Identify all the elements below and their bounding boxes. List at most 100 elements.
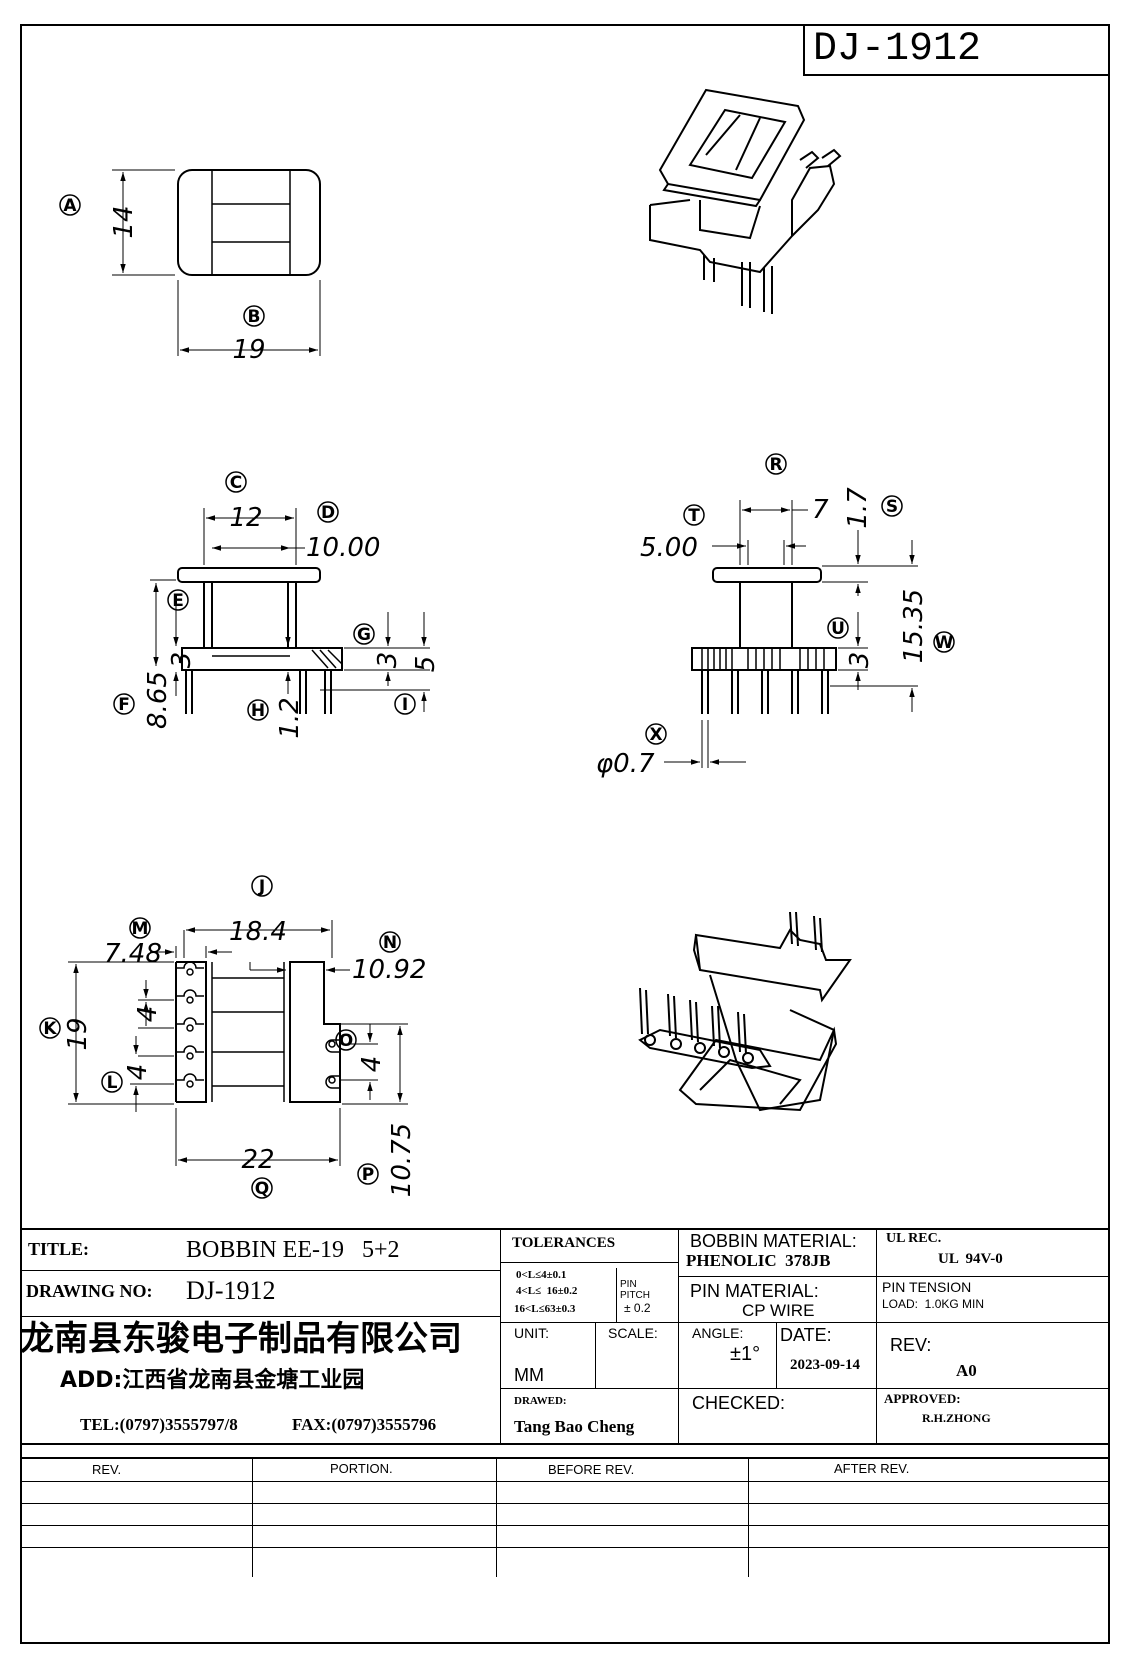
svg-text:X: X xyxy=(649,725,662,745)
svg-text:G: G xyxy=(357,625,371,645)
pin-material-value: CP WIRE xyxy=(742,1301,815,1320)
part-number: DJ-1912 xyxy=(813,27,982,72)
company-fax: FAX:(0797)3555796 xyxy=(292,1415,437,1434)
dim-T: 5.00 xyxy=(640,533,698,563)
date-label: DATE: xyxy=(780,1325,832,1345)
callout-I: I xyxy=(394,693,416,715)
svg-text:F: F xyxy=(118,695,130,715)
title-label: TITLE: xyxy=(28,1239,90,1259)
pin-material-label: PIN MATERIAL: xyxy=(690,1281,819,1301)
svg-text:A: A xyxy=(63,196,77,216)
company-name: 龙南县东骏电子制品有限公司 xyxy=(20,1319,462,1359)
dim-D: 10.00 xyxy=(306,533,380,563)
dim-N: 10.92 xyxy=(352,955,426,985)
part-number-box: DJ-1912 xyxy=(803,24,1110,76)
pin-tension-label: PIN TENSION xyxy=(882,1279,972,1295)
tolerance-line-3: 16<L≤63±0.3 xyxy=(514,1303,576,1315)
dim-B: 19 xyxy=(232,335,265,365)
callout-O: O xyxy=(335,1029,357,1051)
svg-text:N: N xyxy=(383,933,397,953)
callout-X: X xyxy=(645,723,667,745)
svg-text:K: K xyxy=(43,1019,57,1039)
svg-text:O: O xyxy=(339,1031,353,1051)
callout-D: D xyxy=(317,501,339,523)
callout-A: A xyxy=(59,194,81,216)
ul-rec-label: UL REC. xyxy=(886,1231,942,1246)
drawing-frame xyxy=(20,24,1110,1644)
tolerances-label: TOLERANCES xyxy=(512,1235,616,1251)
pin-pitch-label-2: PITCH xyxy=(620,1290,650,1301)
bobbin-material-value: PHENOLIC 378JB xyxy=(686,1251,831,1270)
callout-W: W xyxy=(933,631,955,653)
rev-label: REV: xyxy=(890,1335,932,1355)
title-block: TITLE: BOBBIN EE-19 5+2 DRAWING NO: DJ-1… xyxy=(20,1228,1110,1445)
callout-Q: Q xyxy=(251,1177,273,1199)
svg-text:C: C xyxy=(230,473,242,493)
drawing-no-label: DRAWING NO: xyxy=(26,1281,153,1301)
drawn-label: DRAWED: xyxy=(514,1395,567,1407)
dim-L: 4 xyxy=(123,1064,153,1081)
dim-K: 19 xyxy=(63,1017,93,1050)
dim-U: 3 xyxy=(845,652,875,669)
ul-rec-value: UL 94V-0 xyxy=(938,1251,1003,1267)
callout-G: G xyxy=(353,623,375,645)
callout-H: H xyxy=(247,699,269,721)
callout-F: F xyxy=(113,693,135,715)
callout-M: M xyxy=(129,917,151,939)
angle-value: ±1° xyxy=(730,1343,761,1365)
callout-L: L xyxy=(101,1071,123,1093)
svg-text:T: T xyxy=(688,506,700,526)
dim-H: 1.2 xyxy=(275,697,305,738)
scale-label: SCALE: xyxy=(608,1325,658,1341)
dim-G: 3 xyxy=(373,652,403,669)
callouts: A B C D E F G H I R S T U W X J M N K L … xyxy=(39,194,955,1199)
dim-J: 18.4 xyxy=(229,917,287,947)
callout-R: R xyxy=(765,453,787,475)
svg-text:Q: Q xyxy=(255,1179,269,1199)
dim-Q: 22 xyxy=(241,1145,274,1175)
svg-text:I: I xyxy=(402,695,408,715)
company-address: ADD:江西省龙南县金塘工业园 xyxy=(60,1368,365,1393)
company-tel: TEL:(0797)3555797/8 xyxy=(80,1415,238,1434)
svg-text:J: J xyxy=(258,877,265,897)
callout-B: B xyxy=(243,305,265,327)
portion-col-header: PORTION. xyxy=(330,1461,393,1476)
callout-K: K xyxy=(39,1017,61,1039)
side-view xyxy=(664,500,918,768)
callout-J: J xyxy=(251,875,273,897)
dim-F: 8.65 xyxy=(143,671,173,729)
svg-text:L: L xyxy=(107,1073,118,1093)
title-value: BOBBIN EE-19 5+2 xyxy=(186,1237,400,1263)
callout-N: N xyxy=(379,931,401,953)
callout-U: U xyxy=(827,617,849,639)
tolerance-line-1: 0<L≤4±0.1 xyxy=(516,1269,567,1281)
callout-S: S xyxy=(881,495,903,517)
dim-P: 10.75 xyxy=(387,1123,417,1197)
svg-text:R: R xyxy=(769,455,782,475)
revision-table: REV. PORTION. BEFORE REV. AFTER REV. xyxy=(20,1457,1110,1644)
angle-label: ANGLE: xyxy=(692,1325,744,1341)
dim-I: 5 xyxy=(411,656,441,673)
unit-label: UNIT: xyxy=(514,1325,549,1341)
unit-value: MM xyxy=(514,1365,544,1385)
rev-value: A0 xyxy=(956,1361,977,1380)
checked-label: CHECKED: xyxy=(692,1393,786,1413)
svg-text:W: W xyxy=(935,633,954,653)
iso-view-bottom xyxy=(638,911,852,1112)
dim-M: 7.48 xyxy=(104,939,162,969)
front-view xyxy=(150,508,430,714)
top-view xyxy=(112,169,321,356)
tolerance-line-2: 4<L≤ 16±0.2 xyxy=(516,1285,578,1297)
approved-label: APPROVED: xyxy=(884,1391,961,1406)
callout-C: C xyxy=(225,471,247,493)
dim-S: 1.7 xyxy=(843,487,873,529)
rev-col-header: REV. xyxy=(92,1462,122,1477)
svg-text:B: B xyxy=(248,307,261,327)
pin-pitch-value: ± 0.2 xyxy=(624,1301,651,1315)
bottom-view xyxy=(68,920,408,1166)
dim-K2: 4 xyxy=(133,1006,163,1023)
after-rev-col-header: AFTER REV. xyxy=(834,1461,910,1476)
bobbin-material-label: BOBBIN MATERIAL: xyxy=(690,1231,857,1251)
dim-W: 15.35 xyxy=(899,589,929,663)
